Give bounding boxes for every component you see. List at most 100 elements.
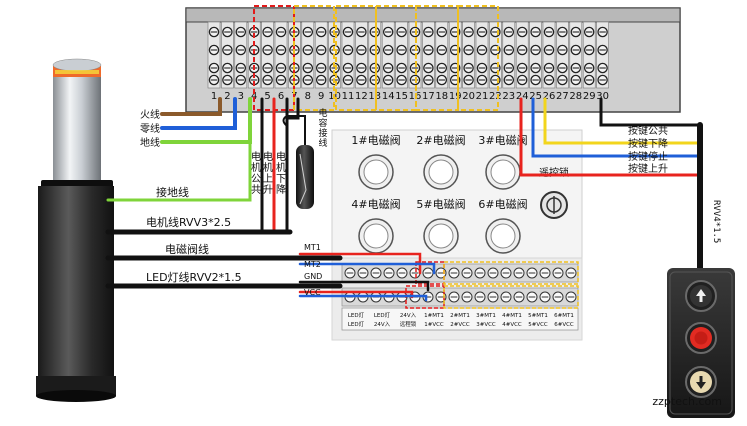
valve-1: 1#电磁阀	[351, 133, 401, 190]
valve-label: 4#电磁阀	[351, 197, 400, 211]
terminal-number: 15	[395, 91, 408, 102]
board-label: 5#VCC	[528, 322, 548, 328]
valve-3: 3#电磁阀	[478, 133, 528, 190]
board-label: LED灯	[348, 311, 365, 319]
label-solenoid-cable: 电磁阀线	[165, 242, 209, 256]
terminal-number: 26	[543, 91, 556, 102]
arrow-down-icon	[696, 376, 706, 389]
valve-2: 2#电磁阀	[416, 133, 466, 190]
terminal-6: 6	[274, 21, 288, 102]
label-motor-cable: 电机线RVV3*2.5	[146, 215, 231, 229]
terminal-27: 27	[556, 21, 569, 102]
valve-4: 4#电磁阀	[351, 197, 401, 254]
terminal-28: 28	[569, 21, 582, 102]
terminal-11: 11	[342, 21, 355, 102]
terminal-5: 5	[261, 21, 274, 102]
terminal-number: 11	[342, 91, 355, 102]
svg-text:上: 上	[263, 173, 273, 185]
terminal-number: 13	[368, 91, 381, 102]
terminal-12: 12	[355, 21, 368, 102]
terminal-13: 13	[368, 21, 381, 102]
wires	[105, 97, 703, 302]
board-label: 3#MT1	[476, 313, 496, 319]
label-vcc: VCC	[304, 288, 321, 297]
button-down[interactable]	[685, 366, 717, 398]
terminal-number: 4	[251, 91, 257, 102]
svg-text:电: 电	[251, 150, 261, 163]
board-label: 6#MT1	[554, 313, 574, 319]
board-label: LED灯	[374, 311, 391, 319]
valve-label: 2#电磁阀	[416, 133, 465, 147]
terminal-number: 25	[529, 91, 542, 102]
capacitor	[296, 145, 314, 209]
button-up[interactable]	[685, 280, 717, 312]
board-label: 5#MT1	[528, 313, 548, 319]
label-neutral: 零线	[140, 122, 160, 135]
label-mt1: MT1	[304, 243, 321, 252]
valve-6: 6#电磁阀	[478, 197, 528, 254]
svg-text:升: 升	[263, 184, 273, 196]
terminal-number: 22	[489, 91, 502, 102]
label-led-cable: LED灯线RVV2*1.5	[146, 270, 242, 284]
board-label: 4#VCC	[502, 322, 522, 328]
arrow-up-icon	[696, 289, 706, 302]
valve-5: 5#电磁阀	[416, 197, 466, 254]
svg-text:容: 容	[318, 117, 327, 129]
terminal-15: 15	[395, 21, 408, 102]
board-label: LED灯	[348, 320, 365, 328]
svg-text:电: 电	[318, 107, 327, 119]
svg-text:电: 电	[263, 150, 273, 163]
solenoid-valves: 1#电磁阀 2#电磁阀 3#电磁阀 4#电磁阀 5#电磁阀 6#电磁阀	[351, 133, 528, 254]
valve-label: 1#电磁阀	[351, 133, 400, 147]
text-labels: 火线 零线 地线 接地线 电机线RVV3*2.5 电磁阀线 LED灯线RVV2*…	[140, 108, 722, 408]
terminal-number: 2	[224, 91, 230, 102]
terminal-number: 17	[422, 91, 435, 102]
svg-text:接: 接	[318, 127, 327, 139]
terminal-number: 29	[583, 91, 596, 102]
board-label: 24V入	[374, 322, 391, 328]
terminal-30: 30	[596, 21, 609, 102]
terminal-24: 24	[516, 21, 529, 102]
board-label: 1#MT1	[424, 313, 444, 319]
terminal-number: 18	[435, 91, 448, 102]
terminal-number: 27	[556, 91, 569, 102]
terminal-14: 14	[382, 21, 395, 102]
terminal-number: 6	[278, 91, 284, 102]
label-ground: 地线	[140, 136, 160, 149]
board-label: 1#VCC	[424, 322, 444, 328]
label-button-down: 按键下降	[628, 137, 668, 150]
label-mt2: MT2	[304, 260, 321, 269]
board-label: 24V入	[400, 313, 417, 319]
board-label: 2#VCC	[450, 322, 470, 328]
push-button-box	[667, 268, 735, 418]
bollard	[36, 58, 116, 402]
terminal-9: 9	[314, 21, 328, 102]
label-button-common: 按键公共	[628, 124, 668, 137]
label-gnd: GND	[304, 272, 322, 281]
svg-text:机: 机	[251, 161, 261, 174]
terminal-21: 21	[476, 21, 489, 102]
terminal-29: 29	[583, 21, 596, 102]
valve-label: 5#电磁阀	[416, 197, 465, 211]
svg-text:公: 公	[251, 174, 261, 185]
terminal-number: 21	[476, 91, 489, 102]
terminal-18: 18	[435, 21, 448, 102]
svg-text:机: 机	[263, 161, 273, 174]
label-button-cable: RVV4*1.5	[711, 200, 721, 243]
valve-label: 6#电磁阀	[478, 197, 527, 211]
terminal-number: 14	[382, 91, 395, 102]
board-label: 3#VCC	[476, 322, 496, 328]
terminal-number: 1	[211, 91, 217, 102]
board-label: 6#VCC	[554, 322, 574, 328]
svg-text:电: 电	[276, 150, 286, 163]
button-stop[interactable]	[685, 322, 717, 354]
terminal-number: 5	[264, 91, 270, 102]
svg-text:线: 线	[318, 137, 327, 149]
terminal-25: 25	[529, 21, 542, 102]
